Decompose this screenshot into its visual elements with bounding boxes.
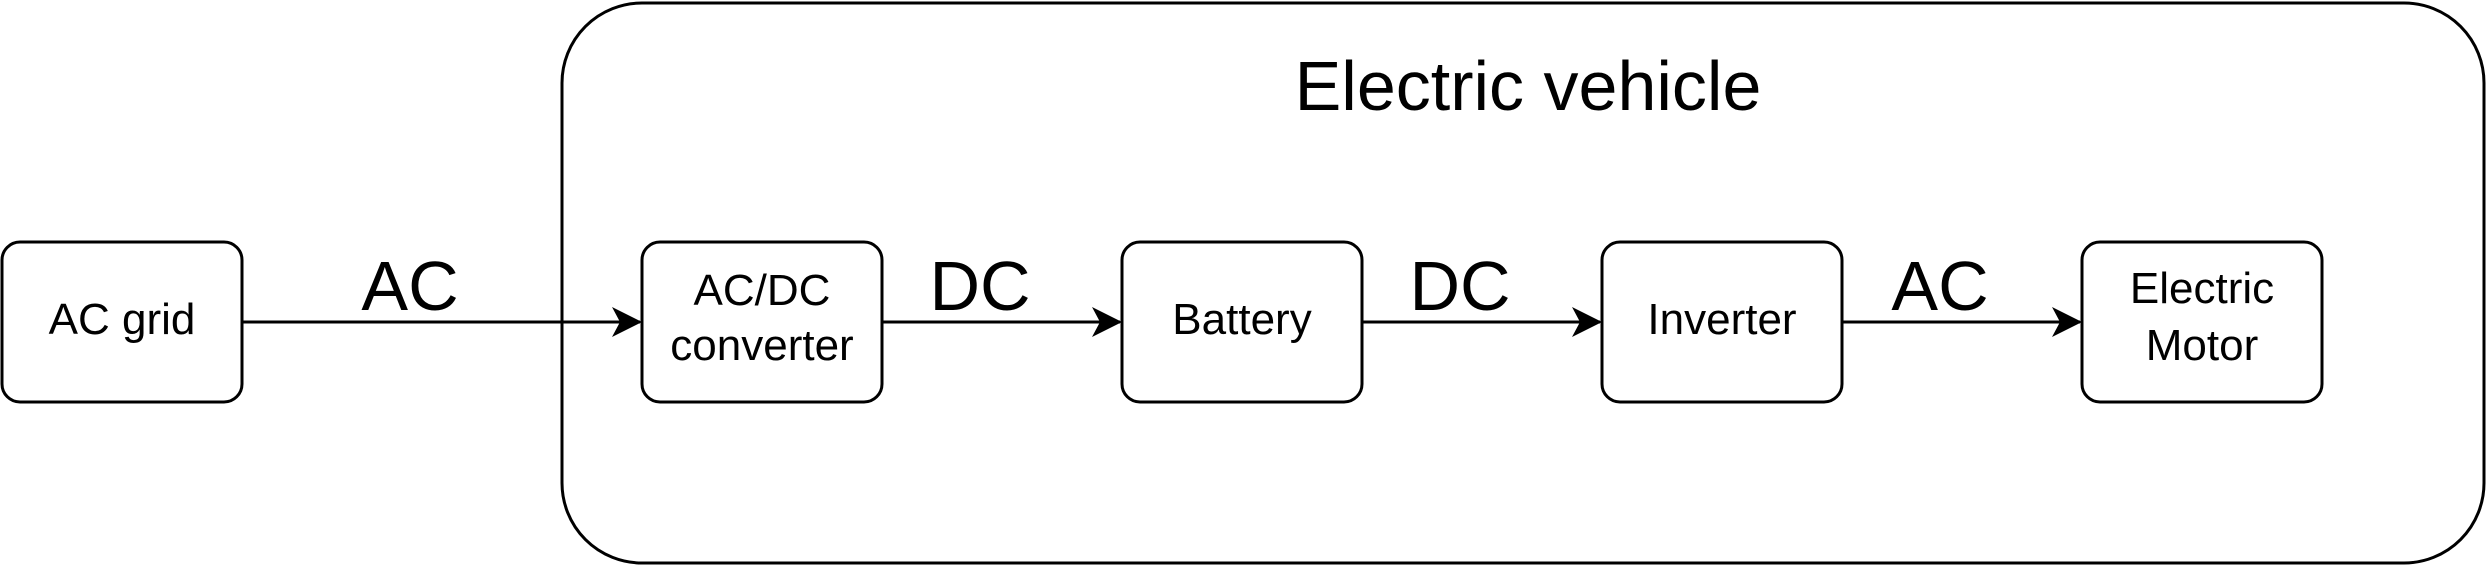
electric-vehicle-frame bbox=[560, 1, 2486, 565]
node-battery: Battery bbox=[1120, 240, 1364, 404]
node-ac-grid-label: AC grid bbox=[49, 295, 196, 344]
edge-grid-to-converter-label: AC bbox=[361, 247, 458, 325]
electric-vehicle-title: Electric vehicle bbox=[1295, 47, 1762, 125]
edge-battery-to-inverter: DC bbox=[1362, 247, 1602, 337]
edge-grid-to-converter: AC bbox=[242, 247, 642, 337]
node-ac-dc-converter-label-line-2: converter bbox=[670, 321, 853, 370]
node-electric-motor-box bbox=[2080, 240, 2324, 404]
node-ac-grid: AC grid bbox=[0, 240, 244, 404]
node-ac-dc-converter-label-line-1: AC/DC bbox=[694, 266, 831, 315]
electric-vehicle-container: Electric vehicle bbox=[560, 1, 2486, 565]
node-battery-label: Battery bbox=[1172, 295, 1311, 344]
edge-converter-to-battery-label: DC bbox=[929, 247, 1030, 325]
edge-converter-to-battery: DC bbox=[882, 247, 1122, 337]
edge-inverter-to-motor-label: AC bbox=[1891, 247, 1988, 325]
node-inverter: Inverter bbox=[1600, 240, 1844, 404]
edge-inverter-to-motor: AC bbox=[1842, 247, 2082, 337]
node-electric-motor: Electric Motor bbox=[2080, 240, 2324, 404]
edge-battery-to-inverter-label: DC bbox=[1409, 247, 1510, 325]
node-inverter-label: Inverter bbox=[1647, 295, 1796, 344]
node-battery-box bbox=[1120, 240, 1364, 404]
node-ac-dc-converter: AC/DC converter bbox=[640, 240, 884, 404]
node-ac-dc-converter-box bbox=[640, 240, 884, 404]
node-electric-motor-label-line-1: Electric bbox=[2130, 264, 2274, 313]
node-electric-motor-label-line-2: Motor bbox=[2146, 321, 2258, 370]
node-ac-grid-box bbox=[0, 240, 244, 404]
node-inverter-box bbox=[1600, 240, 1844, 404]
